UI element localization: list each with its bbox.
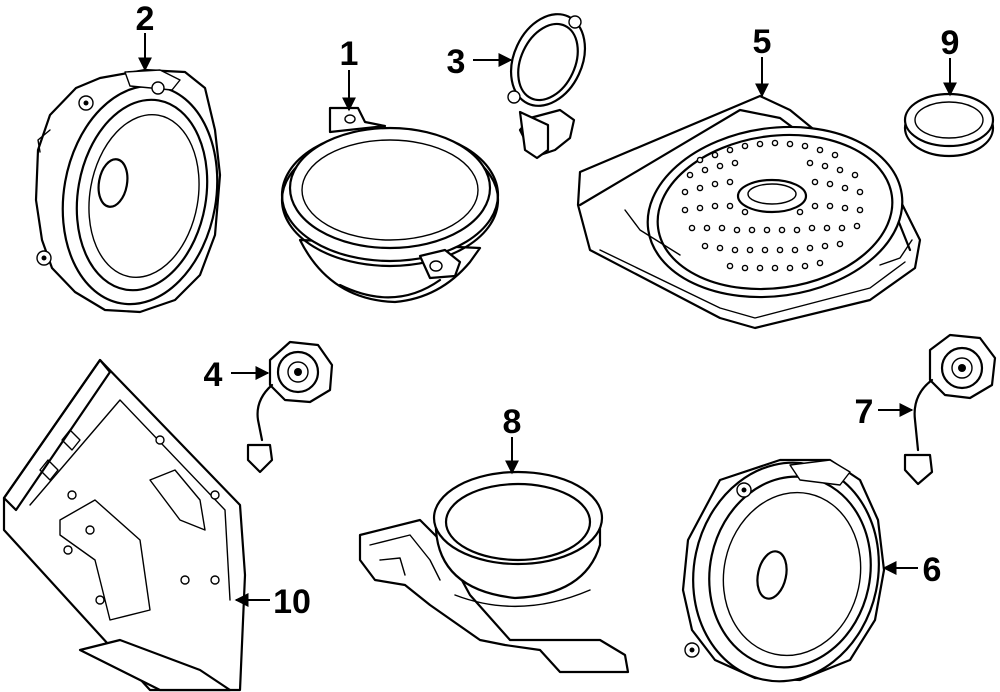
- callout-arrows: [138, 33, 957, 607]
- part-2-door-speaker: [34, 68, 222, 314]
- callout-1: 1: [340, 35, 359, 73]
- callout-3: 3: [447, 43, 466, 81]
- callout-8: 8: [503, 403, 522, 441]
- callout-5: 5: [753, 23, 772, 61]
- part-8-center-speaker: [358, 470, 630, 674]
- callout-6: 6: [923, 551, 942, 589]
- callout-labels: 1 2 3 4 5 6 7 8 9 10: [136, 0, 960, 621]
- callout-2: 2: [136, 0, 155, 38]
- callout-10: 10: [273, 583, 311, 621]
- callout-9: 9: [941, 24, 960, 62]
- part-1-speaker: [280, 106, 500, 304]
- part-5-subwoofer-box: [576, 94, 922, 330]
- grille-holes: [681, 139, 864, 272]
- part-6-door-speaker: [681, 458, 886, 683]
- part-9-cap: [903, 92, 995, 158]
- callout-7: 7: [855, 393, 874, 431]
- part-10-amplifier: [2, 358, 247, 692]
- callout-4: 4: [204, 356, 223, 394]
- part-4-tweeter: [246, 340, 334, 474]
- part-7-tweeter: [903, 333, 997, 486]
- part-3-tweeter-bracket: [507, 13, 586, 160]
